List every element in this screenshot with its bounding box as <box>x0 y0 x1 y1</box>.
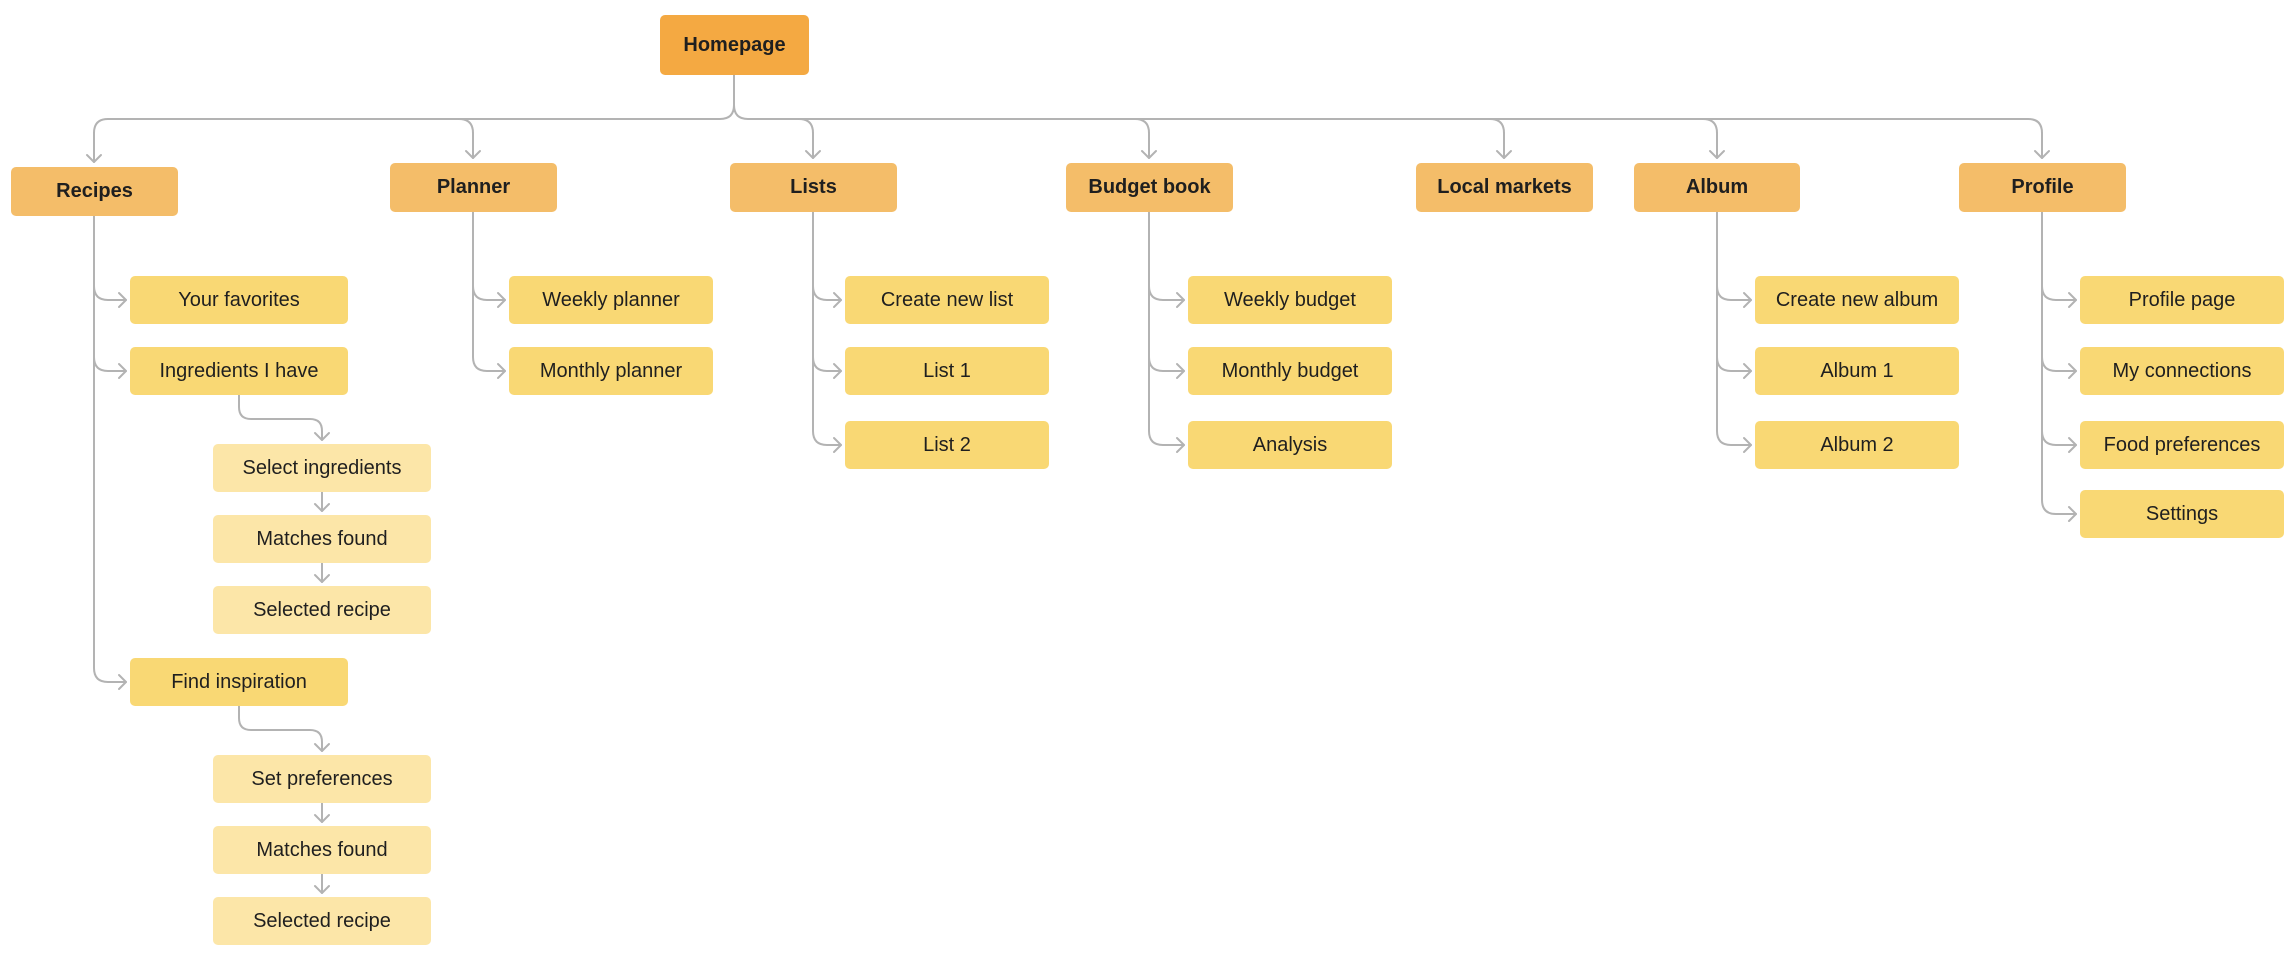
my-connections-node: My connections <box>2080 347 2284 395</box>
arrowhead-right <box>833 363 842 379</box>
connector-lists-item <box>812 211 842 372</box>
arrowhead-down <box>314 503 330 512</box>
arrowhead-right <box>1176 292 1185 308</box>
weekly-budget-node: Weekly budget <box>1188 276 1392 324</box>
arrowhead-right <box>2068 363 2077 379</box>
connector-recipes-ingredients <box>93 215 127 372</box>
connector-bus-curve <box>798 118 814 134</box>
analysis-node: Analysis <box>1188 421 1392 469</box>
connector-root-left <box>93 74 735 134</box>
create-new-list-node: Create new list <box>845 276 1049 324</box>
connector-lists-item <box>812 211 842 446</box>
select-ingredients-node: Select ingredients <box>213 444 431 492</box>
selected-recipe-node: Selected recipe <box>213 586 431 634</box>
local-markets-node: Local markets <box>1416 163 1593 212</box>
connector-planner-weekly <box>472 211 506 301</box>
list-2-node: List 2 <box>845 421 1049 469</box>
arrowhead-down <box>1496 150 1512 159</box>
monthly-planner-node: Monthly planner <box>509 347 713 395</box>
food-preferences-node: Food preferences <box>2080 421 2284 469</box>
album-2-node: Album 2 <box>1755 421 1959 469</box>
settings-node: Settings <box>2080 490 2284 538</box>
your-favorites-node: Your favorites <box>130 276 348 324</box>
recipes-node: Recipes <box>11 167 178 216</box>
connector-budget-item <box>1148 211 1185 446</box>
arrowhead-right <box>2068 292 2077 308</box>
weekly-planner-node: Weekly planner <box>509 276 713 324</box>
arrowhead-down <box>1709 150 1725 159</box>
arrowhead-right <box>118 674 127 690</box>
find-inspiration-node: Find inspiration <box>130 658 348 706</box>
connector-recipes-favorites <box>93 215 127 301</box>
connector-budget-item <box>1148 211 1185 372</box>
arrowhead-right <box>1176 437 1185 453</box>
arrowhead-down <box>805 150 821 159</box>
connector-bus-curve <box>1134 118 1150 134</box>
arrowhead-right <box>497 363 506 379</box>
matches-found-node: Matches found <box>213 826 431 874</box>
monthly-budget-node: Monthly budget <box>1188 347 1392 395</box>
arrowhead-down <box>1141 150 1157 159</box>
connector-profile-item <box>2041 211 2077 446</box>
lists-node: Lists <box>730 163 897 212</box>
create-new-album-node: Create new album <box>1755 276 1959 324</box>
connector-album-item <box>1716 211 1752 446</box>
arrowhead-right <box>118 363 127 379</box>
connector-bus-curve <box>458 118 474 134</box>
set-preferences-node: Set preferences <box>213 755 431 803</box>
arrowhead-right <box>1743 292 1752 308</box>
connector-recipes-inspiration <box>93 215 127 683</box>
arrowhead-down <box>314 574 330 583</box>
album-1-node: Album 1 <box>1755 347 1959 395</box>
ingredients-i-have-node: Ingredients I have <box>130 347 348 395</box>
arrowhead-down <box>314 885 330 894</box>
arrowhead-right <box>118 292 127 308</box>
profile-node: Profile <box>1959 163 2126 212</box>
arrowhead-down <box>314 814 330 823</box>
album-node: Album <box>1634 163 1800 212</box>
arrowhead-right <box>833 437 842 453</box>
arrowhead-right <box>1176 363 1185 379</box>
profile-page-node: Profile page <box>2080 276 2284 324</box>
budget-book-node: Budget book <box>1066 163 1233 212</box>
arrowhead-right <box>1743 437 1752 453</box>
connector-bus-curve <box>1489 118 1505 134</box>
connector-profile-item <box>2041 211 2077 515</box>
connector-budget-item <box>1148 211 1185 301</box>
connector-profile-item <box>2041 211 2077 372</box>
connector-inspiration-flow <box>238 705 323 752</box>
connector-lists-item <box>812 211 842 301</box>
arrowhead-right <box>2068 506 2077 522</box>
arrowhead-right <box>1743 363 1752 379</box>
arrowhead-down <box>314 743 330 752</box>
matches-found-node: Matches found <box>213 515 431 563</box>
arrowhead-right <box>833 292 842 308</box>
connector-planner-monthly <box>472 211 506 372</box>
arrowhead-down <box>465 150 481 159</box>
homepage-node: Homepage <box>660 15 809 75</box>
arrowhead-right <box>2068 437 2077 453</box>
planner-node: Planner <box>390 163 557 212</box>
arrowhead-down <box>314 432 330 441</box>
connector-root-right <box>733 104 2043 134</box>
connector-album-item <box>1716 211 1752 301</box>
connector-bus-curve <box>1702 118 1718 134</box>
list-1-node: List 1 <box>845 347 1049 395</box>
connector-ingredients-flow <box>238 394 323 441</box>
connector-profile-item <box>2041 211 2077 301</box>
arrowhead-down <box>2034 150 2050 159</box>
arrowhead-right <box>497 292 506 308</box>
arrowhead-down <box>86 154 102 163</box>
connector-album-item <box>1716 211 1752 372</box>
selected-recipe-node: Selected recipe <box>213 897 431 945</box>
